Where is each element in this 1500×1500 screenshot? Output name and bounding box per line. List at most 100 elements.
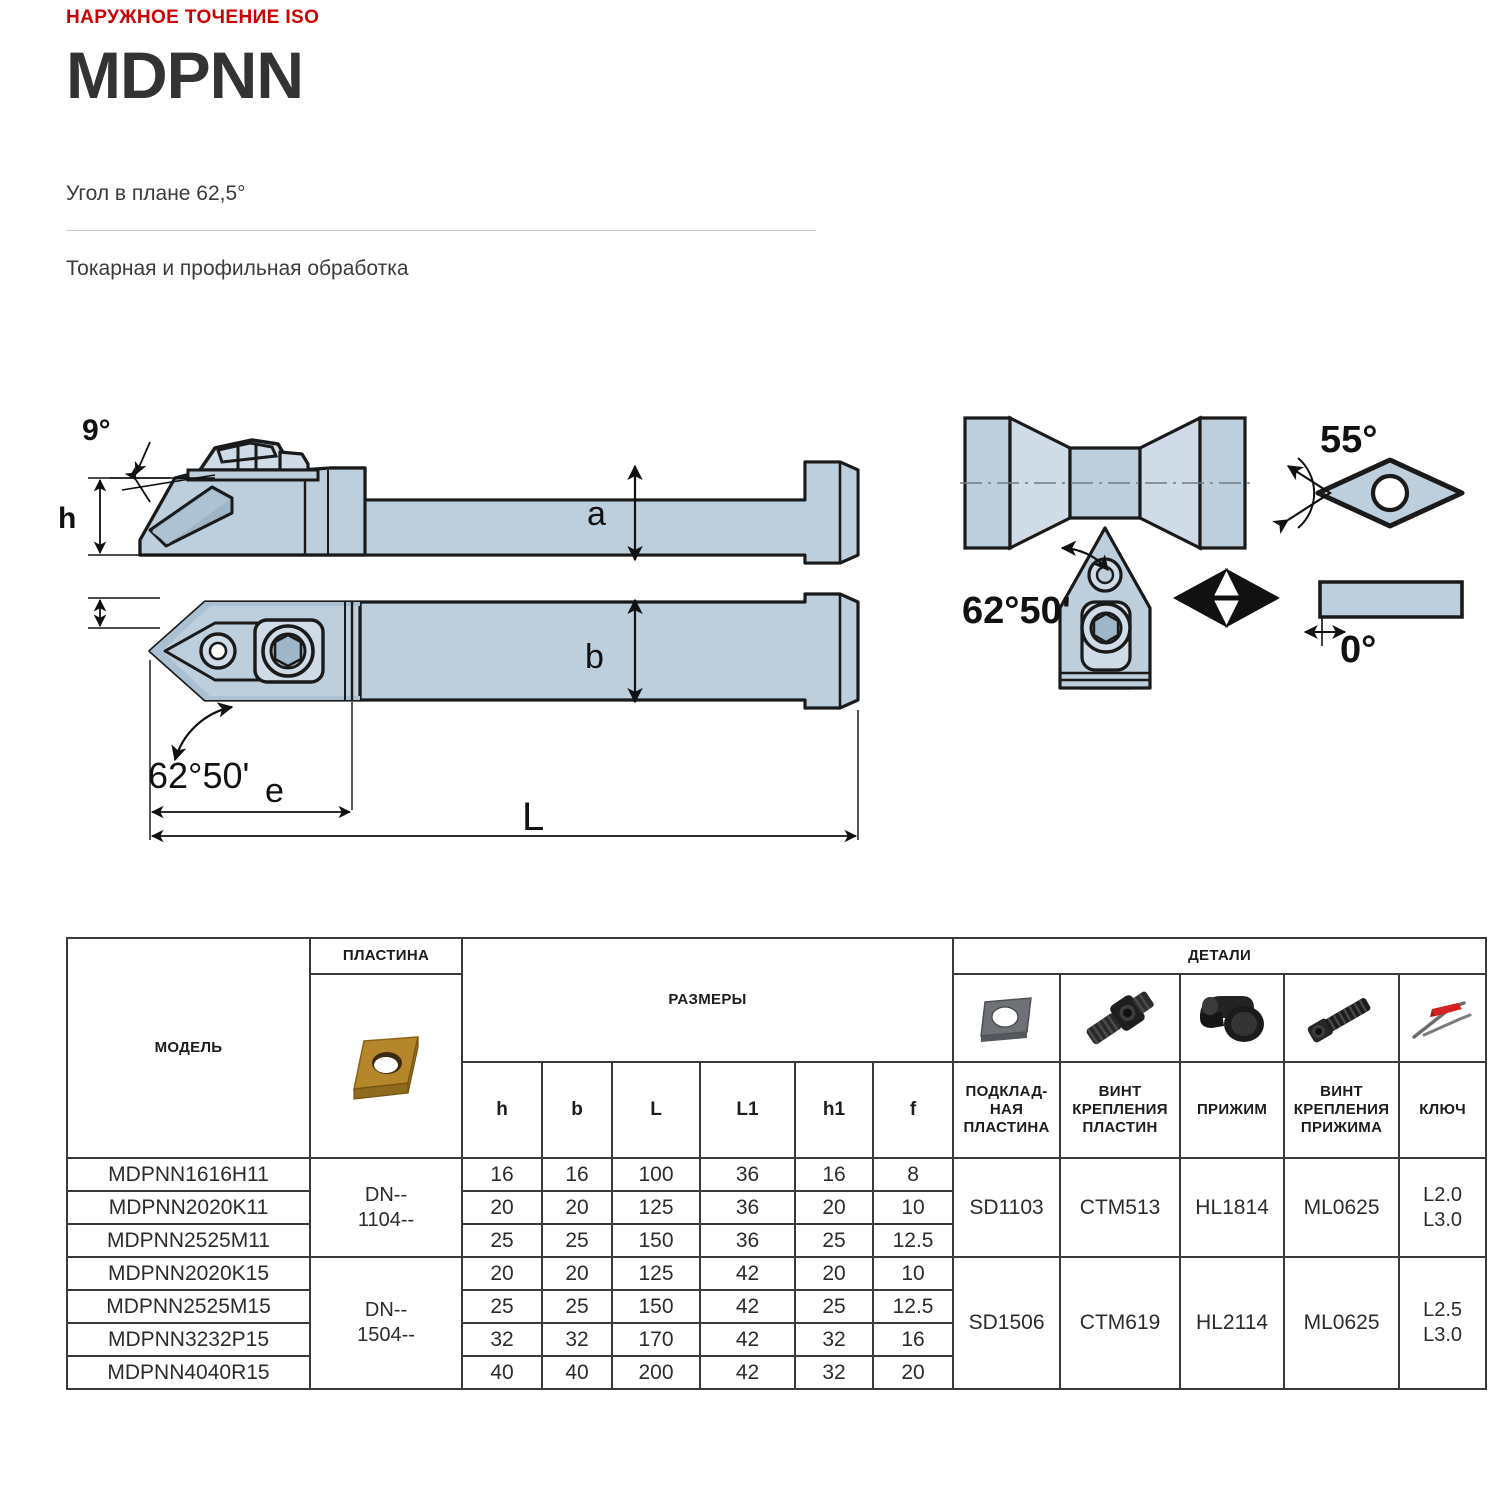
dim-header-h-label: h [496,1099,508,1120]
cell-b: 16 [541,1157,613,1192]
cell-clamp-screw: ML0625 [1283,1157,1401,1258]
cell-f: 8 [871,1157,955,1192]
dim-header-L: L [611,1061,701,1159]
cell-h: 16 [461,1157,543,1192]
dimensions-group-header: РАЗМЕРЫ [460,937,955,1063]
cell-b: 20 [541,1256,613,1291]
parts-group-label: ДЕТАЛИ [1188,946,1252,964]
model-cell: MDPNN2020K15 [66,1256,311,1291]
cell-b: 25 [541,1223,613,1258]
part-header-shim-line1: ПОДКЛАД- [965,1082,1048,1100]
h-dimension-label: h [58,502,76,535]
insert-code-line1: DN-- [364,1299,408,1321]
model-cell: MDPNN1616H11 [66,1157,311,1192]
part-header-insert-screw-line1: ВИНТ [1098,1082,1142,1100]
part-header-clamp-screw-line3: ПРИЖИМА [1300,1119,1383,1137]
part-header-key: КЛЮЧ [1398,1061,1488,1159]
cell-key: L2.0 L3.0 [1398,1157,1488,1258]
clamp-image-cell [1179,973,1286,1063]
cell-L: 125 [611,1256,701,1291]
wrench-key-icon [1400,975,1485,1061]
specification-table-container: МОДЕЛЬ ПЛАСТИНА РАЗМЕРЫ ДЕТАЛИ [66,937,1488,1390]
cell-L1: 36 [699,1223,796,1258]
model-cell: MDPNN2525M11 [66,1223,311,1258]
dim-header-b: b [541,1061,613,1159]
cell-b: 20 [541,1190,613,1225]
model-header-label: МОДЕЛЬ [154,1038,223,1056]
cell-h1: 25 [794,1289,874,1324]
cell-L: 200 [611,1355,701,1390]
key-line1: L2.0 [1423,1183,1463,1206]
side-view-group: 9° h a [58,414,860,565]
part-header-clamp-screw: ВИНТ КРЕПЛЕНИЯ ПРИЖИМА [1283,1061,1401,1159]
front-lead-angle-label: 62°50' [962,590,1071,632]
cell-insert-screw: CTM619 [1059,1256,1182,1390]
dim-header-b-label: b [571,1099,583,1120]
part-header-clamp-screw-line1: ВИНТ [1320,1082,1363,1100]
cell-L: 150 [611,1289,701,1324]
category-kicker: НАРУЖНОЕ ТОЧЕНИЕ ISO [66,7,320,28]
insert-code-cell: DN-- 1104-- [309,1157,463,1258]
top-view-group: b 62°50' e L [88,592,860,843]
insert-shape-group: 55° [1271,419,1465,535]
technical-drawings: 9° h a b 62°50' [0,370,1500,890]
cell-h1: 16 [794,1157,874,1192]
key-line1: L2.5 [1423,1299,1463,1321]
cell-b: 40 [541,1355,613,1390]
table-group-header-row: МОДЕЛЬ ПЛАСТИНА РАЗМЕРЫ ДЕТАЛИ [66,937,1488,1159]
clamp-icon [1181,975,1283,1061]
cell-h: 25 [461,1223,543,1258]
dim-header-h: h [461,1061,543,1159]
table-row: MDPNN4040R15 40 40 200 42 32 20 [66,1355,1486,1390]
cell-h1: 20 [794,1256,874,1291]
cell-h: 20 [461,1190,543,1225]
part-header-insert-screw-line3: ПЛАСТИН [1082,1119,1158,1137]
specification-table: МОДЕЛЬ ПЛАСТИНА РАЗМЕРЫ ДЕТАЛИ [66,937,1488,1390]
cell-clamp-screw: ML0625 [1283,1256,1401,1390]
insert-group-label: ПЛАСТИНА [342,946,430,964]
cell-insert-screw: CTM513 [1059,1157,1182,1258]
table-row: MDPNN2020K15 DN-- 1504-- 20 20 125 42 20… [66,1256,1488,1390]
table-icon-row [67,973,1488,1159]
table-row: MDPNN2525M11 25 25 150 36 25 12.5 [66,1223,1486,1258]
dim-header-f: f [871,1061,955,1159]
table-subheader-row: h b L L1 h1 f ПОДКЛАД- НАЯ ПЛАСТИНА ВИНТ… [67,1061,1488,1159]
cell-h1: 25 [794,1223,874,1258]
insert-screw-image-cell [1059,973,1182,1063]
part-header-shim-line3: ПЛАСТИНА [963,1119,1050,1137]
cell-b: 32 [541,1322,613,1357]
lead-angle-text: Угол в плане 62,5° [66,182,246,206]
dim-header-L1-label: L1 [736,1099,759,1120]
page-title: MDPNN [66,37,304,112]
cell-h1: 32 [794,1322,874,1357]
cell-f: 12.5 [871,1223,955,1258]
model-cell: MDPNN3232P15 [66,1322,311,1357]
cell-f: 10 [871,1256,955,1291]
page-header: НАРУЖНОЕ ТОЧЕНИЕ ISO MDPNN Угол в плане … [66,7,1446,281]
part-header-shim: ПОДКЛАД- НАЯ ПЛАСТИНА [952,1061,1062,1159]
cell-L: 100 [611,1157,701,1192]
wrench-key-image-cell [1398,973,1488,1063]
header-divider [66,230,816,232]
cell-f: 12.5 [871,1289,955,1324]
insert-image-cell [309,973,463,1159]
part-header-clamp-line1: ПРИЖИМ [1196,1100,1268,1118]
cell-h1: 20 [794,1190,874,1225]
clamp-screw-image-cell [1283,973,1401,1063]
clamp-screw-icon [1285,975,1398,1061]
cell-L1: 42 [699,1289,796,1324]
insert-clamp-screw-icon [1061,975,1179,1061]
cell-h: 25 [461,1289,543,1324]
cell-L: 125 [611,1190,701,1225]
model-cell: MDPNN2020K11 [66,1190,311,1225]
cell-L1: 42 [699,1355,796,1390]
cell-h1: 32 [794,1355,874,1390]
part-header-shim-line2: НАЯ [989,1100,1024,1118]
side-lead-angle-label: 62°50' [148,755,249,796]
cell-L1: 36 [699,1157,796,1192]
model-header-cell: МОДЕЛЬ [66,937,311,1159]
key-line2: L3.0 [1423,1324,1463,1346]
dim-header-h1-label: h1 [822,1099,846,1120]
dim-header-h1: h1 [794,1061,874,1159]
dim-header-L-label: L [650,1099,662,1120]
